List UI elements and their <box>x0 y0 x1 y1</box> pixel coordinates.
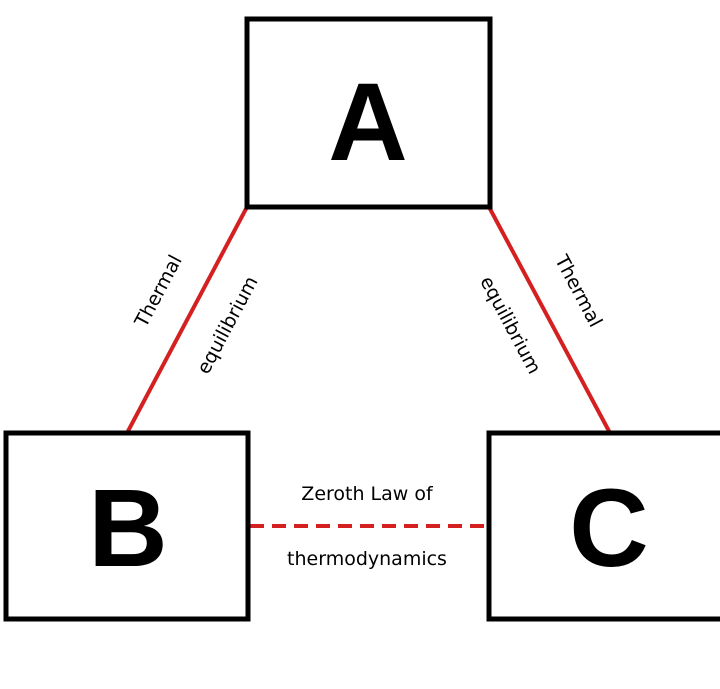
edge-bc-label-1: Zeroth Law of <box>301 483 434 505</box>
edge-bc-label-2: thermodynamics <box>287 548 447 570</box>
edge-a-b <box>125 206 249 434</box>
label-a: A <box>328 61 407 184</box>
edge-ac-label-1: Thermal <box>550 251 607 331</box>
box-b <box>3 430 251 622</box>
box-c <box>486 430 720 622</box>
edge-ab-label-1: Thermal <box>130 251 187 331</box>
label-c: C <box>569 467 648 590</box>
box-a <box>244 16 493 210</box>
edge-a-c <box>487 206 612 434</box>
label-b: B <box>88 467 167 590</box>
